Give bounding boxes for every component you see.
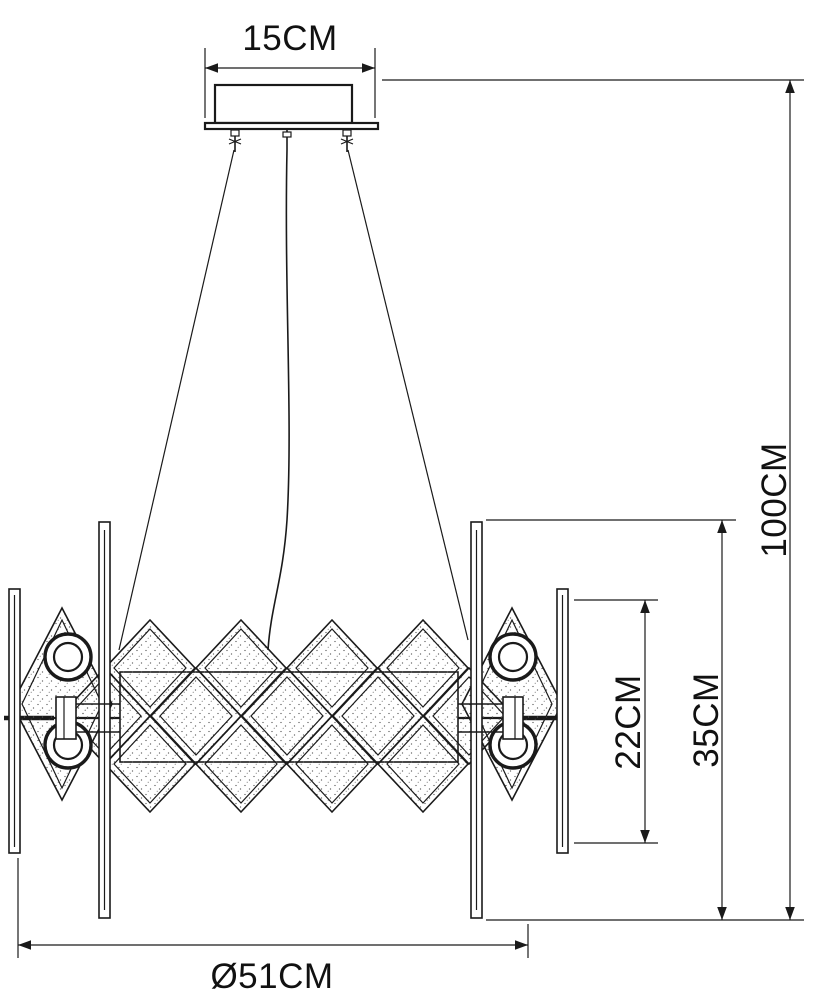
dimension-diameter: Ø51CM [17,858,529,996]
wire-right [347,149,469,641]
suspension-wires [118,149,469,651]
center-cable [267,149,290,651]
dim-total-height-label: 100CM [755,442,794,557]
lamp-socket-right-top [488,632,538,682]
crystal-blade-far-right [556,588,569,854]
canopy-screw-left [228,129,242,152]
crystal-blade-far-left [8,588,21,854]
bracket-left [55,696,120,740]
wire-left [118,149,235,651]
ceiling-canopy [203,83,380,152]
dimension-canopy-width: 15CM [204,19,376,118]
dim-inner-height-label: 22CM [609,674,648,769]
canopy-screw-right [340,129,354,152]
dimension-body-height: 35CM [486,519,736,920]
chandelier-body [4,521,569,919]
bracket-right [458,696,524,740]
dim-body-height-label: 35CM [687,672,726,767]
canopy-box [213,83,354,125]
dim-diameter-label: Ø51CM [210,957,333,996]
canopy-cable-fitting [282,129,292,150]
lamp-socket-left-top [43,632,93,682]
crystal-diamond-row-bottom [103,714,470,814]
canopy-flange [203,121,380,131]
crystal-blade-inner-left [98,521,111,919]
dimension-total-height: 100CM [382,79,804,921]
dimension-inner-height: 22CM [574,599,658,844]
dim-canopy-width-label: 15CM [242,19,337,58]
crystal-blade-inner-right [470,521,483,919]
